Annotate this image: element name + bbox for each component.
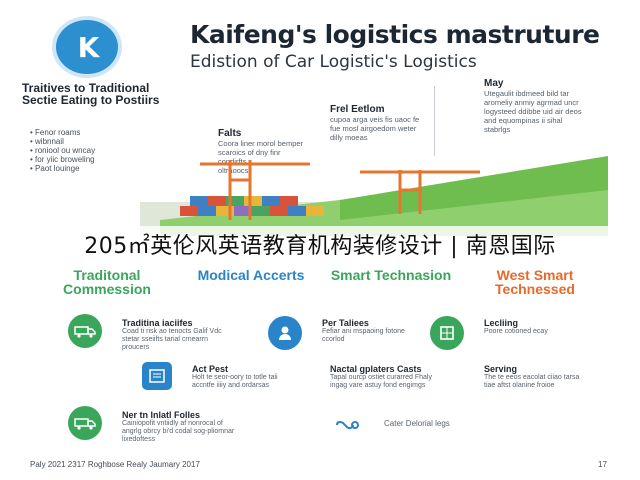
box-icon <box>430 316 464 350</box>
page-number: 17 <box>598 460 607 469</box>
list-item: Paot louinge <box>30 164 140 173</box>
document-icon <box>142 362 172 390</box>
divider <box>434 86 435 156</box>
category-traditional: Traditonal Commession <box>63 267 151 297</box>
page-subtitle: Edistion of Car Logistic's Logistics <box>190 52 477 72</box>
info-block-may: May Utegaulit ibdmeed bild tar aromeliy … <box>484 78 584 134</box>
list-item: wibnnail <box>30 137 140 146</box>
list-item: Traditina iaciifes Coad ti risk ao tenoc… <box>122 318 222 351</box>
truck-icon <box>68 406 102 440</box>
banner-text: 205㎡英伦风英语教育机构装修设计 | 南恩国际 <box>84 234 556 259</box>
info-heading: Frel Eetlom <box>330 104 385 115</box>
container-stack <box>180 196 324 216</box>
left-panel-list: Fenor roams wibnnail roniool ou wncay fo… <box>30 128 140 173</box>
crane-right-icon <box>360 170 480 214</box>
info-extra: oltraoocs <box>218 166 249 175</box>
info-heading: Falts <box>218 128 242 139</box>
company-logo: K <box>52 16 122 78</box>
list-item: Act Pest Holt te seor-oory to totle taii… <box>192 364 278 389</box>
list-item: Ner tn Inlatl Folles Cainiopofit vntiidl… <box>122 410 235 443</box>
category-medical: Modical Accerts <box>197 267 305 283</box>
list-item: Per Taliees Fefiar ani mspaoing fotone c… <box>322 318 405 343</box>
info-heading: May <box>484 78 504 89</box>
overlay-banner: 205㎡英伦风英语教育机构装修设计 | 南恩国际 <box>0 226 640 262</box>
category-west-smart: West Smart Technessed <box>495 267 575 297</box>
info-text: Coora liner morol bemper scaroics of dny… <box>218 139 304 166</box>
truck-icon <box>68 314 102 348</box>
port-illustration <box>140 156 608 236</box>
info-text: Utegaulit ibdmeed bild tar aromeliy anmi… <box>484 89 582 134</box>
logo-text: K <box>77 30 100 64</box>
left-panel-heading: Traitives to Traditional Sectie Eating t… <box>22 81 160 107</box>
category-smart: Smart Technasion <box>330 267 452 283</box>
user-icon <box>268 316 302 350</box>
list-item: for yiic broweling <box>30 155 140 164</box>
crane-left-icon <box>200 160 310 220</box>
info-text: cupoa arga veis fis uaoc fe fue mosl air… <box>330 115 420 142</box>
list-item: Nactal gplaters Casts Tapal ourcp ostiet… <box>330 364 432 389</box>
info-block-falts: Falts Coora liner morol bemper scaroics … <box>218 128 308 175</box>
link-icon <box>330 408 364 442</box>
list-item: roniool ou wncay <box>30 146 140 155</box>
info-block-frel: Frel Eetlom cupoa arga veis fis uaoc fe … <box>330 104 430 142</box>
footer-text: Paly 2021 2317 Roghbose Realy Jaumary 20… <box>30 460 200 469</box>
list-item: Fenor roams <box>30 128 140 137</box>
list-item: Cater Delorial legs <box>384 419 450 428</box>
page-title: Kaifeng's logistics mastruture <box>190 20 600 49</box>
list-item: Serving The te eeos eacolat ciiao tarsa … <box>484 364 580 389</box>
list-item: Lecliing Poore cotioned ecay <box>484 318 548 335</box>
